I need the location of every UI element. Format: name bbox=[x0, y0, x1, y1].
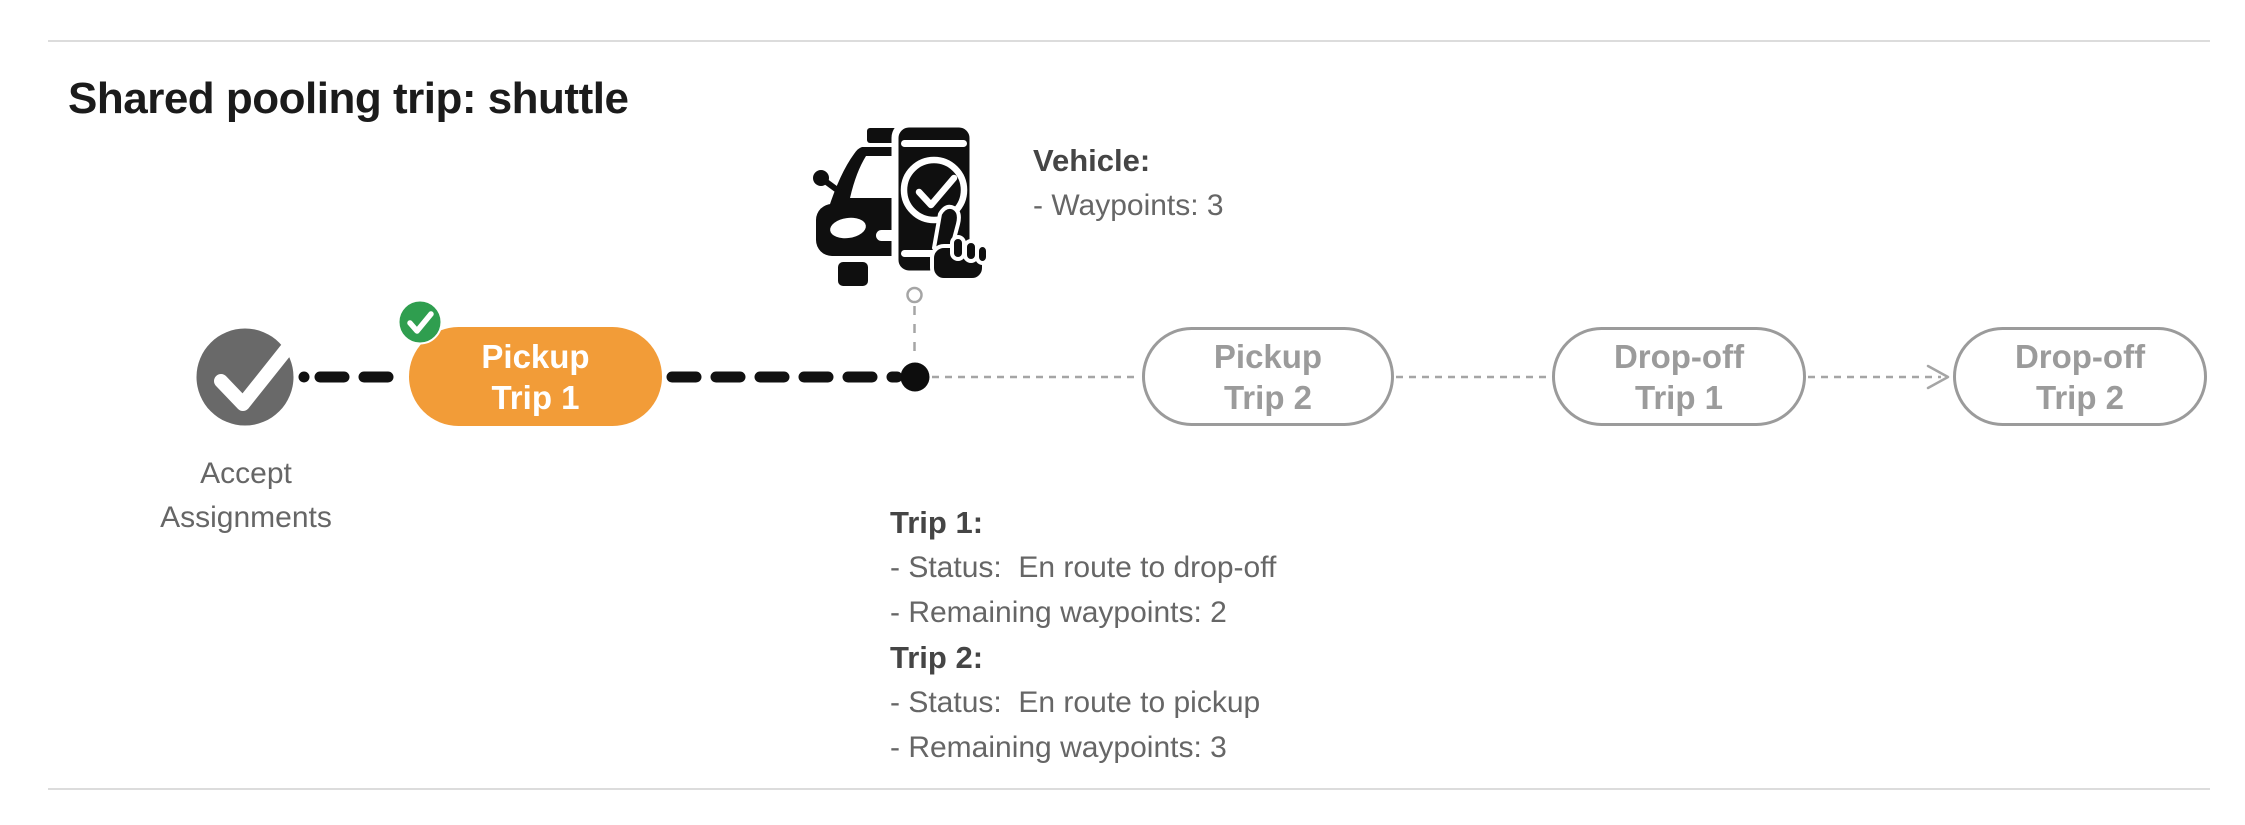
dash-start-dot bbox=[298, 371, 310, 383]
trip-1-waypoints: - Remaining waypoints: 2 bbox=[890, 596, 1227, 629]
trip-1-status: - Status: En route to drop-off bbox=[890, 551, 1277, 584]
node-pickup-trip-1: Pickup Trip 1 bbox=[409, 327, 662, 426]
check-circle-icon bbox=[196, 328, 294, 426]
node-drop-off-trip-2: Drop-off Trip 2 bbox=[1953, 327, 2207, 426]
node-pickup-trip-2: Pickup Trip 2 bbox=[1142, 327, 1394, 426]
top-divider bbox=[48, 40, 2210, 42]
vehicle-phone-checkin-icon bbox=[813, 120, 986, 286]
accept-assignments-node bbox=[196, 328, 294, 426]
current-position-dot bbox=[900, 362, 930, 392]
vehicle-info-block: Vehicle: - Waypoints: 3 bbox=[1033, 138, 1224, 228]
check-badge-icon bbox=[397, 299, 443, 345]
vehicle-info-title: Vehicle: bbox=[1033, 143, 1151, 178]
trip-2-waypoints: - Remaining waypoints: 3 bbox=[890, 731, 1227, 764]
check-ring-icon bbox=[900, 156, 968, 224]
trip-2-title: Trip 2: bbox=[890, 640, 984, 675]
arrowhead-icon bbox=[1926, 364, 1950, 390]
node-drop-off-trip-1: Drop-off Trip 1 bbox=[1552, 327, 1806, 426]
trip-1-title: Trip 1: bbox=[890, 505, 984, 540]
page-title: Shared pooling trip: shuttle bbox=[68, 74, 629, 123]
open-circle-marker bbox=[906, 286, 923, 304]
check-icon bbox=[214, 343, 293, 411]
accept-assignments-label: Accept Assignments bbox=[160, 457, 332, 534]
check-icon bbox=[915, 174, 958, 209]
vehicle-info-waypoints: - Waypoints: 3 bbox=[1033, 189, 1224, 222]
trip-2-status: - Status: En route to pickup bbox=[890, 686, 1261, 719]
bottom-divider bbox=[48, 788, 2210, 790]
trip-info-block: Trip 1: - Status: En route to drop-off -… bbox=[890, 500, 1276, 770]
tapping-hand-icon bbox=[930, 204, 986, 282]
